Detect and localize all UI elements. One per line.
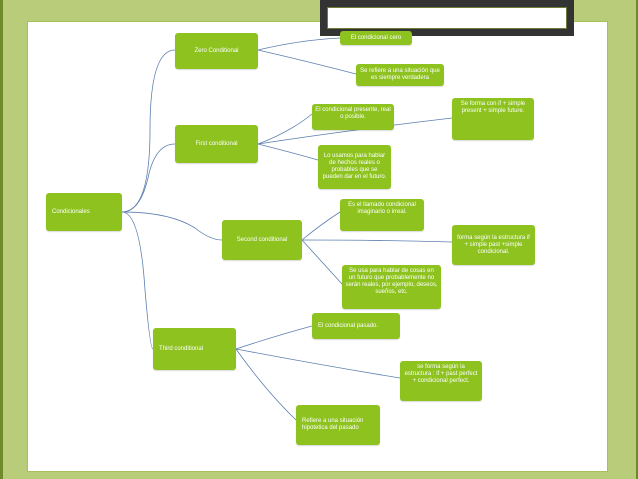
second-child-usage[interactable]: Se usa para hablar de cosas en un futuro… <box>342 265 441 309</box>
third-child-description[interactable]: Refiere a una situación hipotetica del p… <box>296 405 380 445</box>
link-second-c2 <box>301 239 453 243</box>
right-edge-stripe <box>636 0 638 479</box>
branch-first-conditional[interactable]: First conditional <box>175 125 258 163</box>
link-third-c2 <box>235 348 401 379</box>
first-child-usage[interactable]: Lo usamos para hablar de hechos reales o… <box>318 145 391 189</box>
link-root-third <box>121 211 154 350</box>
link-root-zero <box>121 49 176 213</box>
branch-zero-conditional[interactable]: Zero Conditional <box>175 33 258 69</box>
slide-header-decoration <box>320 0 574 36</box>
second-child-structure[interactable]: forma según la estructura if + simple pa… <box>452 225 535 265</box>
left-edge-stripe <box>0 0 3 479</box>
link-third-c1 <box>235 325 313 350</box>
link-first-c3 <box>257 143 319 161</box>
link-zero-c2 <box>257 49 357 75</box>
second-child-definition[interactable]: Es el llamado condicional imaginario o i… <box>340 199 424 231</box>
first-child-structure[interactable]: Se forma con if + simple present + simpl… <box>452 98 534 140</box>
link-zero-c1 <box>257 37 341 51</box>
link-second-c3 <box>301 239 343 285</box>
zero-child-description[interactable]: Se refiere a una situación que es siempr… <box>356 64 444 86</box>
third-child-structure[interactable]: se forma según la estructura : if + past… <box>400 361 482 401</box>
link-third-c3 <box>235 348 297 421</box>
root-node[interactable]: Condicionales <box>46 193 122 231</box>
link-first-c1 <box>257 113 313 145</box>
first-child-definition[interactable]: El condicional presente, real o posible. <box>312 104 394 130</box>
branch-second-conditional[interactable]: Second conditional <box>222 220 302 260</box>
link-root-second <box>121 211 223 241</box>
third-child-definition[interactable]: El condicional pasado. <box>312 313 400 339</box>
branch-third-conditional[interactable]: Third conditional <box>153 328 236 370</box>
link-root-first <box>121 143 176 213</box>
link-first-c2 <box>257 117 453 145</box>
link-second-c1 <box>301 211 341 241</box>
zero-child-definition[interactable]: El condicional cero <box>340 31 412 45</box>
